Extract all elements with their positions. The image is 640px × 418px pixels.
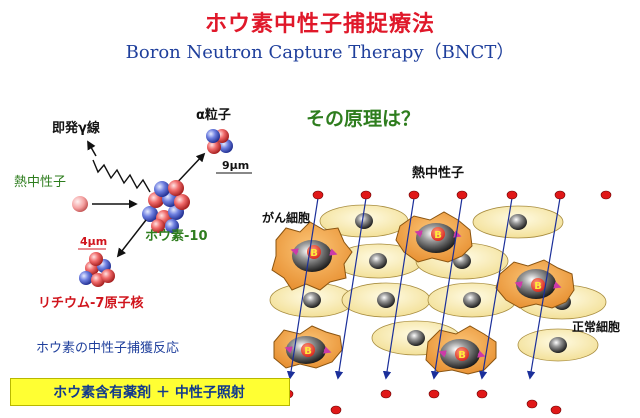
cancer-cell (495, 259, 575, 309)
gamma-ray-wave (92, 159, 151, 193)
neutron-dots-top (312, 190, 612, 200)
normal-cell (341, 282, 431, 318)
thermal-neutron-label: 熱中性子 (14, 175, 66, 190)
gamma-label: 即発γ線 (52, 120, 101, 136)
boron-10-nucleus (142, 180, 190, 233)
boron-mark: B (304, 346, 312, 357)
alpha-label: α粒子 (196, 107, 231, 123)
page-title: ホウ素中性子捕捉療法 (204, 12, 435, 37)
lithium-range: 4μm (80, 235, 107, 248)
boron-mark: B (310, 248, 318, 259)
normal-cell (269, 282, 355, 318)
normal-cell (333, 243, 423, 279)
neutron-beams (286, 197, 561, 380)
gamma-arrow (87, 140, 97, 157)
right-neutron-label: 熱中性子 (412, 165, 464, 181)
boron-mark: B (534, 281, 542, 292)
normal-cell (472, 205, 564, 239)
cancer-cell (425, 325, 497, 375)
lithium-arrow (116, 219, 147, 258)
normal-cell-label: 正常細胞 (572, 319, 620, 334)
lithium-7-label: リチウム-7原子核 (38, 295, 143, 311)
neutron-dots-bottom (282, 389, 562, 415)
boron-mark: B (458, 350, 466, 361)
page-subtitle: Boron Neutron Capture Therapy（BNCT） (125, 42, 515, 63)
normal-cell (319, 204, 409, 238)
boron-10-label: ホウ素-10 (145, 228, 208, 244)
normal-cell (517, 328, 599, 362)
cancer-cell (395, 211, 473, 263)
bottom-summary: ホウ素含有薬剤 ＋ 中性子照射 (53, 385, 245, 401)
thermal-neutron-particle (72, 196, 88, 212)
bottom-highlight-box (10, 378, 290, 406)
capture-reaction-caption: ホウ素の中性子捕獲反応 (36, 340, 179, 356)
tissue-cells (269, 204, 607, 375)
boron-mark: B (434, 230, 442, 241)
alpha-particle (206, 129, 233, 154)
lithium-7-nucleus (79, 252, 115, 287)
principle-heading: その原理は？ (306, 108, 421, 130)
alpha-range: 9μm (222, 159, 249, 172)
cancer-cell-label: がん細胞 (262, 210, 310, 225)
